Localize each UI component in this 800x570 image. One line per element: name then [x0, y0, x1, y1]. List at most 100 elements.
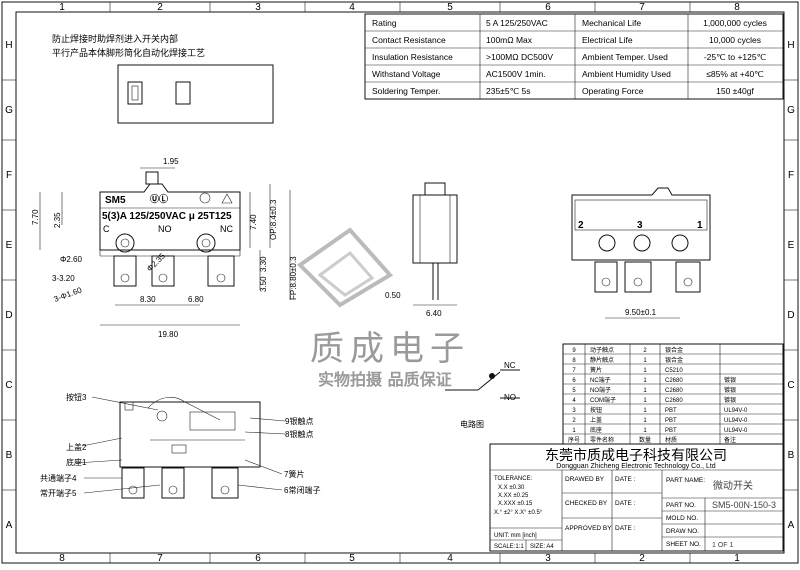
drawing-text: PBT [665, 428, 677, 434]
back-pin-3: 3 [637, 220, 643, 231]
tolerance-text: TOLERANCE: X.X ±0.30 X.XX ±0.25 X.XXX ±0… [494, 476, 554, 550]
dim-label: Φ2.35 [145, 251, 167, 273]
ul-mark: ⓊⓁ [150, 193, 168, 204]
spec-key: Operating Force [582, 86, 644, 96]
spec-value: >100MΩ DC500V [486, 52, 553, 62]
row-label-left: G [5, 105, 13, 116]
row-label-left: B [6, 450, 13, 461]
spec-value: 100mΩ Max [486, 35, 533, 45]
drawing-text: C5210 [665, 368, 683, 374]
drawing-text: 底座 [590, 426, 602, 434]
col-label-top: 2 [157, 2, 163, 13]
marking-rating: 5(3)A 125/250VAC μ 25T125 [102, 211, 232, 222]
spec-value: 1,000,000 cycles [703, 18, 767, 28]
drawing-text: 6 [572, 378, 576, 384]
row-label-right: D [787, 310, 794, 321]
pin-label-c: C [103, 224, 110, 234]
marking-model: SM5 [105, 195, 126, 206]
col-label-top: 1 [59, 2, 65, 13]
drawing-text: UNIT: mm [inch] [494, 533, 537, 539]
dim-label: Φ2.60 [60, 255, 83, 264]
warning-triangle-icon [221, 193, 233, 204]
drawing-text: PBT [665, 418, 677, 424]
drawing-text: 4 [572, 398, 576, 404]
drawing-text: 1 [643, 408, 647, 414]
col-label-top: 7 [639, 2, 645, 13]
drawing-text: 1 [643, 388, 647, 394]
drawing-text: PART NO. [666, 502, 696, 509]
spec-table-text: Rating 5 A 125/250VAC Mechanical Life 1,… [372, 18, 767, 96]
col-label-top: 5 [447, 2, 453, 13]
drawing-text: UL94V-0 [724, 408, 748, 414]
row-label-right: G [787, 105, 795, 116]
drawing-text: X.XXX ±0.15 [498, 501, 533, 507]
row-label-left: C [5, 380, 12, 391]
circuit-nc: NC [504, 361, 516, 370]
drawing-text: 1 [643, 428, 647, 434]
drawing-text: SHEET NO. [666, 541, 701, 548]
drawing-text: 1 [643, 378, 647, 384]
part-label: 9银触点 [285, 416, 313, 426]
col-label-bottom: 4 [447, 553, 453, 564]
drawing-text: 1 [643, 368, 647, 374]
drawing-text: 序号 [568, 436, 580, 444]
drawing-text: 5 [572, 388, 576, 394]
drawing-text: 1 [572, 428, 576, 434]
drawing-text: C2680 [665, 378, 683, 384]
part-name: 微动开关 [713, 479, 753, 492]
spec-key: Contact Resistance [372, 35, 446, 45]
spec-value: 150 ±40gf [716, 86, 754, 96]
drawing-text: 上盖 [590, 416, 602, 424]
drawing-text: PBT [665, 408, 677, 414]
note-line-2: 平行产品本体脚形简化自动化焊接工艺 [52, 47, 205, 59]
part-label: 按钮3 [66, 392, 87, 402]
spec-value: 235±5℃ 5s [486, 86, 530, 96]
pin-label-nc: NC [220, 224, 233, 234]
side-dim-640: 6.40 [426, 309, 442, 318]
col-label-bottom: 6 [255, 553, 261, 564]
spec-key: Mechanical Life [582, 18, 641, 28]
dim-label: 7.70 [31, 209, 40, 225]
drawing-text: DATE : [615, 500, 636, 507]
part-label: 6常闭端子 [284, 485, 320, 495]
back-dim-950: 9.50±0.1 [625, 308, 657, 317]
circuit-no: NO [504, 393, 516, 402]
drawing-text: 银合金 [665, 346, 683, 354]
drawing-text: SCALE:1:1 [494, 544, 524, 550]
watermark-small: 实物拍摄 品质保证 [318, 370, 452, 389]
row-label-left: H [5, 40, 12, 51]
drawing-text: DATE : [615, 525, 636, 532]
row-label-right: E [788, 240, 795, 251]
drawing-text: PART NAME: [666, 477, 705, 484]
top-part-view [117, 64, 274, 124]
drawing-text: 动子触点 [590, 346, 614, 354]
drawing-text: 2 [643, 348, 647, 354]
border-ticks [2, 2, 798, 563]
drawing-text: X.X ±0.30 [498, 485, 525, 491]
drawing-text: 材质 [665, 436, 677, 444]
part-label: 7簧片 [284, 469, 304, 479]
dim-label: 3-3.20 [52, 274, 75, 283]
drawing-text: 镀银 [724, 386, 736, 394]
col-label-bottom: 2 [639, 553, 645, 564]
drawing-text: 8 [572, 358, 576, 364]
signature-text: DRAWED BY DATE : CHECKED BY DATE : APPRO… [565, 476, 705, 548]
pin-label-no: NO [158, 224, 172, 234]
col-label-top: 8 [734, 2, 740, 13]
drawing-text: 零件名称 [590, 436, 614, 444]
drawing-text: 镀银 [724, 396, 736, 404]
drawing-text: 1 [643, 358, 647, 364]
drawing-text: APPROVED BY [565, 525, 612, 532]
drawing-text: DRAWED BY [565, 476, 605, 483]
circuit-diagram [445, 369, 520, 399]
drawing-text: UL94V-0 [724, 418, 748, 424]
bom-table [562, 343, 784, 445]
spec-key: Rating [372, 18, 397, 28]
drawing-text: MOLD NO. [666, 515, 698, 522]
col-label-bottom: 3 [545, 553, 551, 564]
drawing-text: UL94V-0 [724, 428, 748, 434]
back-view [571, 187, 711, 319]
row-label-right: F [788, 170, 794, 181]
row-label-left: E [6, 240, 13, 251]
